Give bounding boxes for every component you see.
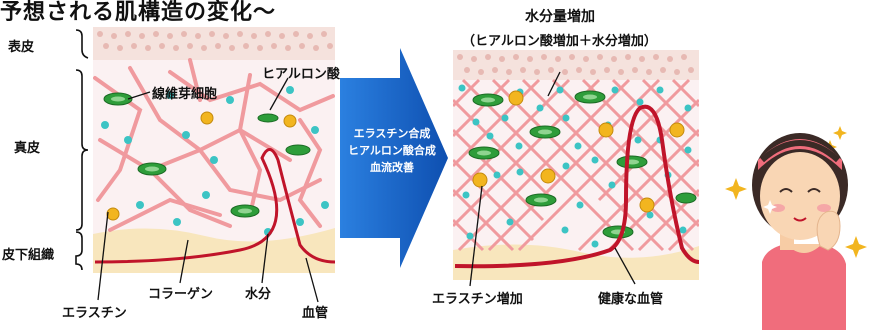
page-title: 予想される肌構造の変化〜 — [0, 0, 277, 25]
layer-label-epidermis: 表皮 — [8, 40, 35, 55]
label-blood-vessel: 血管 — [302, 306, 329, 321]
layer-label-subcutis: 皮下組織 — [2, 248, 55, 263]
arrow-line-elastin-synthesis: エラスチン合成 — [353, 127, 431, 140]
layer-label-dermis: 真皮 — [14, 141, 41, 156]
arrow-line-blood-flow: 血流改善 — [370, 161, 414, 174]
arrow-shape — [340, 48, 448, 268]
label-fibroblast: 線維芽細胞 — [152, 87, 218, 102]
label-water: 水分 — [245, 287, 272, 302]
label-water-increase-detail: （ヒアルロン酸増加＋水分増加） — [462, 34, 657, 49]
left-leader-lines — [97, 77, 319, 303]
arrow-line-hyaluronic-synthesis: ヒアルロン酸合成 — [348, 144, 436, 157]
right-leader-lines — [469, 71, 636, 287]
label-collagen: コラーゲン — [148, 287, 214, 302]
label-elastin: エラスチン — [62, 306, 127, 321]
arrow-caption: エラスチン合成 ヒアルロン酸合成 血流改善 — [340, 125, 444, 176]
layer-brackets — [75, 29, 89, 271]
label-healthy-vessel: 健康な血管 — [598, 292, 664, 307]
right-skin-panel — [453, 50, 699, 280]
label-water-increase: 水分量増加 — [525, 9, 595, 25]
left-skin-panel — [93, 27, 335, 273]
label-hyaluronic-acid: ヒアルロン酸 — [262, 67, 340, 82]
smiling-girl-illustration — [725, 126, 867, 330]
label-elastin-increase: エラスチン増加 — [432, 292, 523, 307]
